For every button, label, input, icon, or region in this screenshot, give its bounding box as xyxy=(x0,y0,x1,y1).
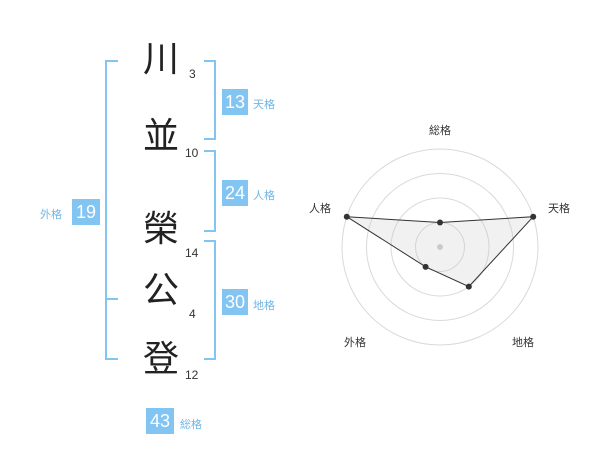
name-char-5: 登 xyxy=(142,339,179,380)
radar-grid-ring-4 xyxy=(341,148,539,346)
jinkaku-bracket xyxy=(204,150,216,232)
tenkaku-value-badge: 13 xyxy=(222,89,248,115)
gaikaku-label: 外格 xyxy=(40,208,62,221)
soukaku-label: 総格 xyxy=(180,418,202,431)
radar-axis-label-1: 総格 xyxy=(429,123,451,137)
jinkaku-value-badge: 24 xyxy=(222,180,248,206)
tenkaku-bracket xyxy=(204,60,216,140)
radar-point-5 xyxy=(343,213,350,220)
stroke-count-3: 14 xyxy=(185,246,199,260)
radar-axis-label-4: 外格 xyxy=(344,335,366,349)
radar-axis-label-3: 地格 xyxy=(512,335,534,349)
radar-grid-ring-2 xyxy=(390,197,490,297)
radar-point-4 xyxy=(422,263,429,270)
gaikaku-value-badge: 19 xyxy=(72,199,100,225)
gaikaku-bracket-mid-tick xyxy=(105,298,118,300)
radar-center-dot xyxy=(437,244,443,250)
soukaku-value-badge: 43 xyxy=(146,408,174,434)
radar-point-2 xyxy=(530,213,537,220)
radar-point-1 xyxy=(437,219,443,226)
chikaku-value-badge: 30 xyxy=(222,289,248,315)
radar-axis-label-2: 天格 xyxy=(548,201,570,215)
chikaku-bracket xyxy=(204,240,216,360)
gaikaku-bracket xyxy=(105,60,118,360)
radar-data-polygon xyxy=(346,216,535,288)
stroke-count-5: 12 xyxy=(185,368,199,382)
name-char-4: 公 xyxy=(142,270,179,311)
name-char-1: 川 xyxy=(142,39,179,80)
tenkaku-label: 天格 xyxy=(253,98,275,111)
jinkaku-label: 人格 xyxy=(253,189,275,202)
stroke-count-2: 10 xyxy=(185,146,199,160)
name-char-2: 並 xyxy=(142,116,179,157)
chikaku-label: 地格 xyxy=(253,299,275,312)
name-char-3: 榮 xyxy=(142,209,179,250)
radar-point-3 xyxy=(465,283,472,290)
stroke-count-4: 4 xyxy=(189,307,196,321)
stroke-count-1: 3 xyxy=(189,67,196,81)
radar-grid-ring-3 xyxy=(366,173,514,321)
radar-axis-label-5: 人格 xyxy=(309,201,331,215)
